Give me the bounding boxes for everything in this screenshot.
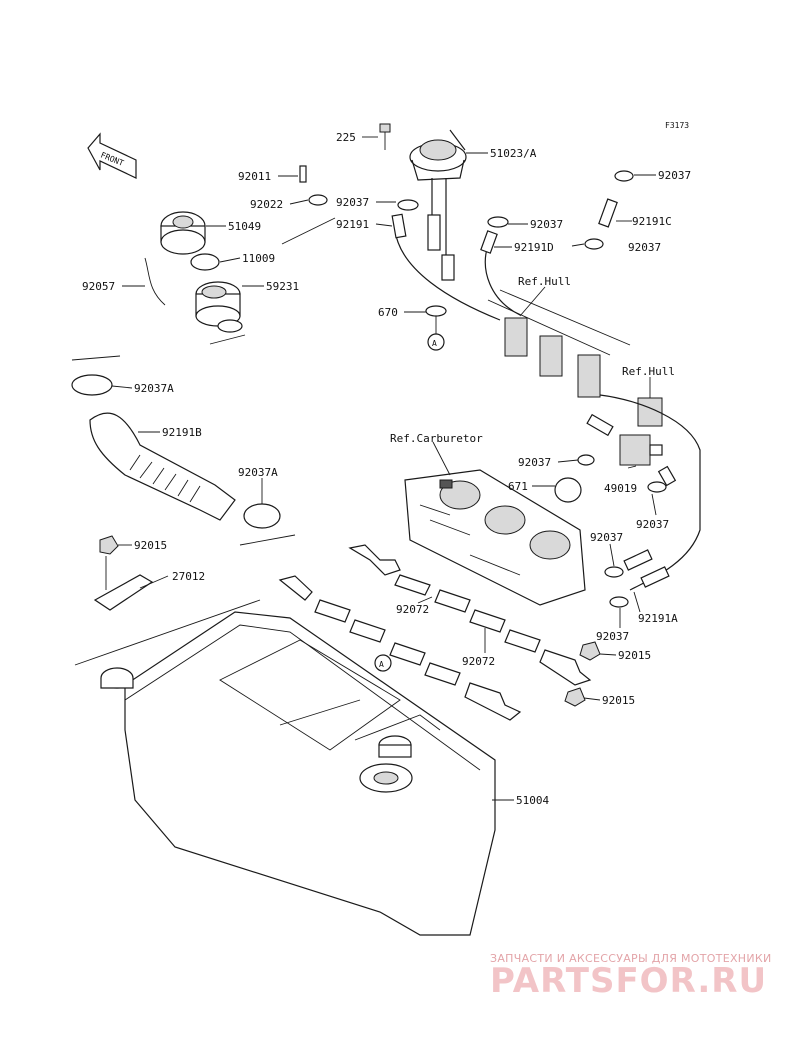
bracket-27012-icon	[93, 574, 154, 611]
part-label: 92057	[82, 280, 115, 293]
o-ring-671-icon	[554, 477, 582, 503]
clamp-92037a-top-icon	[71, 374, 113, 396]
part-label: 59231	[266, 280, 299, 293]
watermark-tagline: ЗАПЧАСТИ И АКСЕССУАРЫ ДЛЯ МОТОТЕХНИКИ	[490, 952, 772, 965]
gasket-strip-upper-icon	[348, 544, 592, 686]
part-label: 92015	[602, 694, 635, 707]
bolt-92011-icon	[299, 165, 307, 183]
fuel-tank-icon	[100, 611, 496, 936]
marker-a-top-icon	[427, 333, 445, 351]
part-label: 671	[508, 480, 528, 493]
part-label: 670	[378, 306, 398, 319]
part-label: 49019	[604, 482, 637, 495]
marker-a-bottom-icon	[374, 654, 392, 672]
front-arrow-icon: FRONT	[87, 132, 137, 179]
part-label: 11009	[242, 252, 275, 265]
part-label: 92011	[238, 170, 271, 183]
figure-code: F3173	[665, 121, 689, 130]
part-label: 92015	[618, 649, 651, 662]
part-label: 225	[336, 131, 356, 144]
nut-92015-bottom-icon	[564, 687, 586, 707]
nut-92015-left-icon	[99, 535, 119, 555]
part-label: 92037A	[238, 466, 278, 479]
part-label: 92037	[628, 241, 661, 254]
hull-clip-group-icon	[487, 289, 631, 398]
part-label: 51023/A	[490, 147, 537, 160]
part-label: 92037	[658, 169, 691, 182]
nut-92015-mid-icon	[579, 641, 601, 661]
o-ring-670-icon	[425, 305, 447, 317]
part-label: 92022	[250, 198, 283, 211]
filler-neck-icon	[195, 281, 243, 333]
part-label: 92037	[590, 531, 623, 544]
leader-lines	[111, 136, 657, 801]
filler-cap-icon	[160, 211, 206, 255]
carburetor-icon	[404, 469, 586, 606]
watermark-brand: PARTSFOR.RU	[490, 961, 767, 1001]
gasket-strip-lower-icon	[278, 575, 522, 721]
part-label: 92191B	[162, 426, 202, 439]
part-label: 92191C	[632, 215, 672, 228]
part-label: 92037	[596, 630, 629, 643]
regulator-49019-icon	[619, 434, 663, 466]
part-label: 92037	[530, 218, 563, 231]
part-label: 51004	[516, 794, 549, 807]
clamp-92037a-bottom-icon	[243, 503, 281, 529]
part-label: 92037	[636, 518, 669, 531]
washer-92022-icon	[308, 194, 328, 206]
gasket-11009-icon	[190, 253, 220, 271]
part-label: 92037	[336, 196, 369, 209]
filler-hose-92191b-icon	[89, 412, 236, 521]
part-label: 92015	[134, 539, 167, 552]
ref-hull-label: Ref.Hull	[622, 365, 675, 378]
part-label: 92191	[336, 218, 369, 231]
fuel-pump-unit-icon	[379, 123, 467, 281]
ref-hull-label: Ref.Hull	[518, 275, 571, 288]
part-label: 92037A	[134, 382, 174, 395]
strap-92057-icon	[144, 257, 166, 306]
part-label: 92037	[518, 456, 551, 469]
marker-a-bottom: A	[379, 660, 384, 669]
part-label: 27012	[172, 570, 205, 583]
ref-carburetor-label: Ref.Carburetor	[390, 432, 483, 445]
part-label: 51049	[228, 220, 261, 233]
part-label: 92191A	[638, 612, 678, 625]
part-label: 92072	[396, 603, 429, 616]
part-label: 92191D	[514, 241, 554, 254]
marker-a-top: A	[432, 339, 437, 348]
part-label: 92072	[462, 655, 495, 668]
